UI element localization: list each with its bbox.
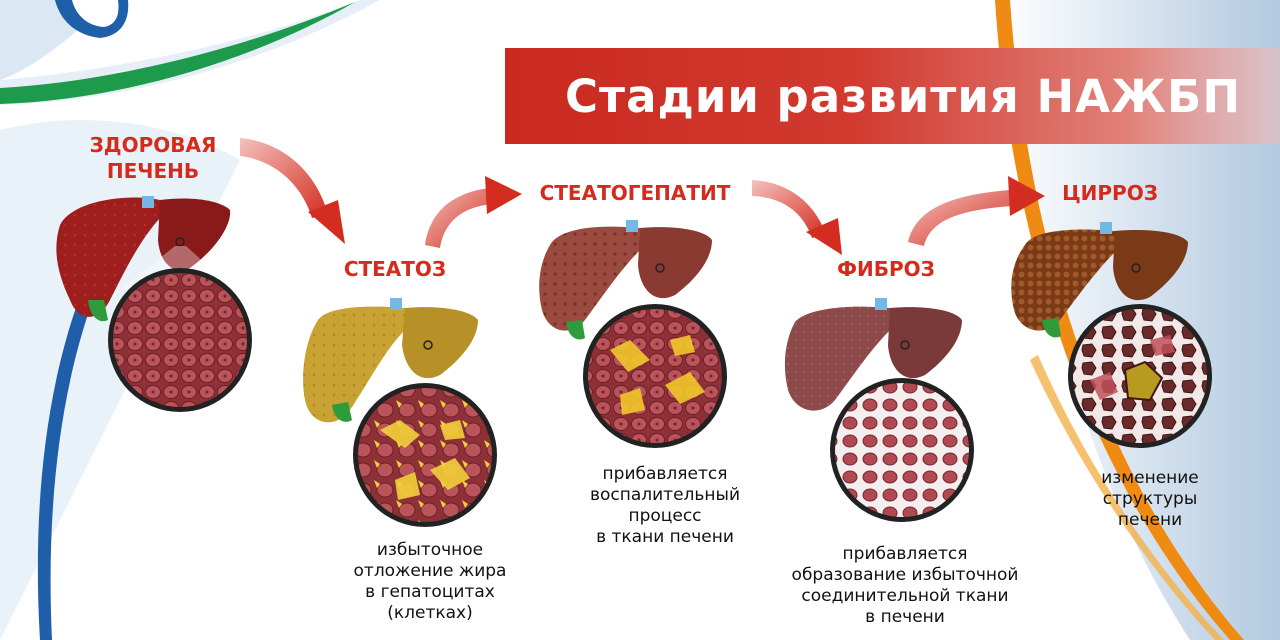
fibrosis-liver bbox=[784, 298, 962, 411]
steatosis-liver bbox=[303, 298, 478, 423]
page-title: Стадии развития НАЖБП bbox=[565, 70, 1241, 123]
stage-label-line: ФИБРОЗ bbox=[837, 257, 935, 281]
description-line: образование избыточной bbox=[791, 565, 1019, 585]
stage-label-cirrhosis: ЦИРРОЗ bbox=[1050, 180, 1170, 206]
description-line: избыточное bbox=[376, 540, 484, 560]
description-line: соединительной ткани bbox=[801, 586, 1009, 606]
stage-label-line: СТЕАТОЗ bbox=[343, 257, 447, 281]
title-banner bbox=[505, 48, 1280, 144]
description-line: отложение жира bbox=[353, 561, 507, 581]
description-cirrhosis: изменение структуры печени bbox=[1070, 468, 1230, 531]
stage-label-fibrosis: ФИБРОЗ bbox=[826, 256, 946, 282]
description-line: (клетках) bbox=[387, 603, 473, 623]
description-line: процесс bbox=[628, 506, 702, 526]
healthy-tissue-circle bbox=[108, 268, 252, 412]
arrow-steatohepatitis-to-fibrosis bbox=[752, 180, 842, 255]
fibrosis-tissue-circle bbox=[830, 378, 974, 522]
arrow-steatosis-to-steatohepatitis bbox=[425, 176, 522, 248]
description-line: воспалительный bbox=[589, 485, 741, 505]
stage-label-healthy: ЗДОРОВАЯ ПЕЧЕНЬ bbox=[78, 132, 228, 184]
stage-label-line: ЦИРРОЗ bbox=[1062, 181, 1158, 205]
description-fibrosis: прибавляется образование избыточной соед… bbox=[770, 544, 1040, 628]
stage-label-line: СТЕАТОГЕПАТИТ bbox=[539, 181, 731, 205]
description-line: структуры bbox=[1102, 489, 1198, 509]
steatohepatitis-liver bbox=[539, 220, 712, 340]
stage-label-steatosis: СТЕАТОЗ bbox=[330, 256, 460, 282]
stage-label-line: ПЕЧЕНЬ bbox=[106, 159, 200, 183]
description-line: в гепатоцитах bbox=[365, 582, 495, 602]
cirrhosis-tissue-circle bbox=[1068, 304, 1212, 448]
arrow-healthy-to-steatosis bbox=[240, 138, 345, 244]
cirrhosis-liver bbox=[1011, 222, 1188, 338]
steatohepatitis-tissue-circle bbox=[583, 304, 727, 448]
steatosis-tissue-circle bbox=[353, 383, 497, 527]
stage-label-line: ЗДОРОВАЯ bbox=[89, 133, 217, 157]
description-line: прибавляется bbox=[842, 544, 968, 564]
description-line: печени bbox=[1117, 510, 1183, 530]
description-line: в ткани печени bbox=[596, 527, 734, 547]
description-line: в печени bbox=[865, 607, 945, 627]
stage-label-steatohepatitis: СТЕАТОГЕПАТИТ bbox=[520, 180, 750, 206]
description-steatohepatitis: прибавляется воспалительный процесс в тк… bbox=[555, 464, 775, 548]
description-steatosis: избыточное отложение жира в гепатоцитах … bbox=[320, 540, 540, 624]
description-line: изменение bbox=[1101, 468, 1199, 488]
description-line: прибавляется bbox=[602, 464, 728, 484]
arrow-fibrosis-to-cirrhosis bbox=[908, 176, 1045, 246]
